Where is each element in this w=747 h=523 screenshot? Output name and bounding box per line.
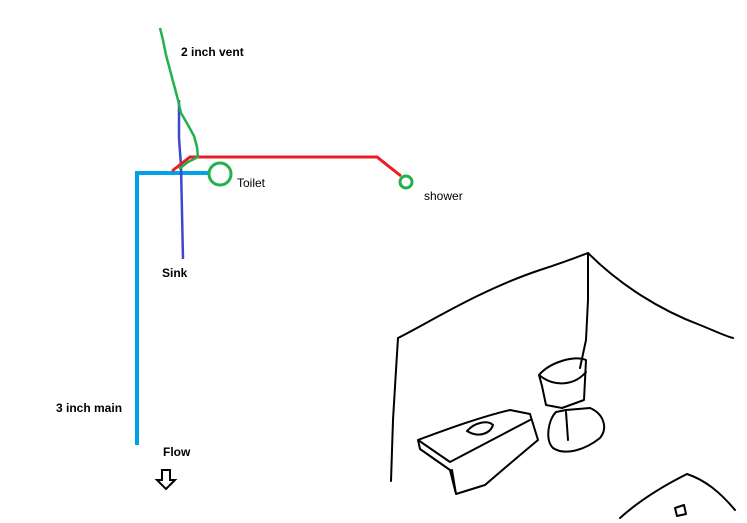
- sink-label: Sink: [162, 266, 188, 280]
- sketch-toilet-tank: [538, 357, 587, 409]
- shower-drain-pipe: [171, 155, 402, 178]
- sketch-left-wall: [390, 337, 399, 482]
- sketch-corner-line: [579, 252, 589, 369]
- toilet-label: Toilet: [237, 176, 266, 190]
- sink-pipe: [177, 100, 185, 260]
- sketch-right-wall-top: [587, 252, 734, 339]
- sketch-bathtub-drain: [466, 421, 494, 436]
- main-label: 3 inch main: [56, 401, 123, 415]
- shower-label: shower: [424, 189, 463, 203]
- vent-pipe: [158, 27, 200, 170]
- shower-fixture-icon: [398, 174, 414, 190]
- sketch-floor-edge: [619, 473, 736, 519]
- flow-down-arrow-icon: [154, 469, 178, 491]
- sketch-bathtub: [417, 409, 539, 495]
- sketch-floor-drain: [674, 504, 687, 517]
- flow-label: Flow: [163, 445, 191, 459]
- toilet-fixture-icon: [207, 161, 233, 187]
- vent-label: 2 inch vent: [181, 45, 244, 59]
- bathroom-sketch: [390, 252, 736, 519]
- main-pipe: [135, 171, 210, 445]
- sketch-back-wall-top: [397, 252, 589, 339]
- sketch-toilet-bowl: [547, 407, 606, 453]
